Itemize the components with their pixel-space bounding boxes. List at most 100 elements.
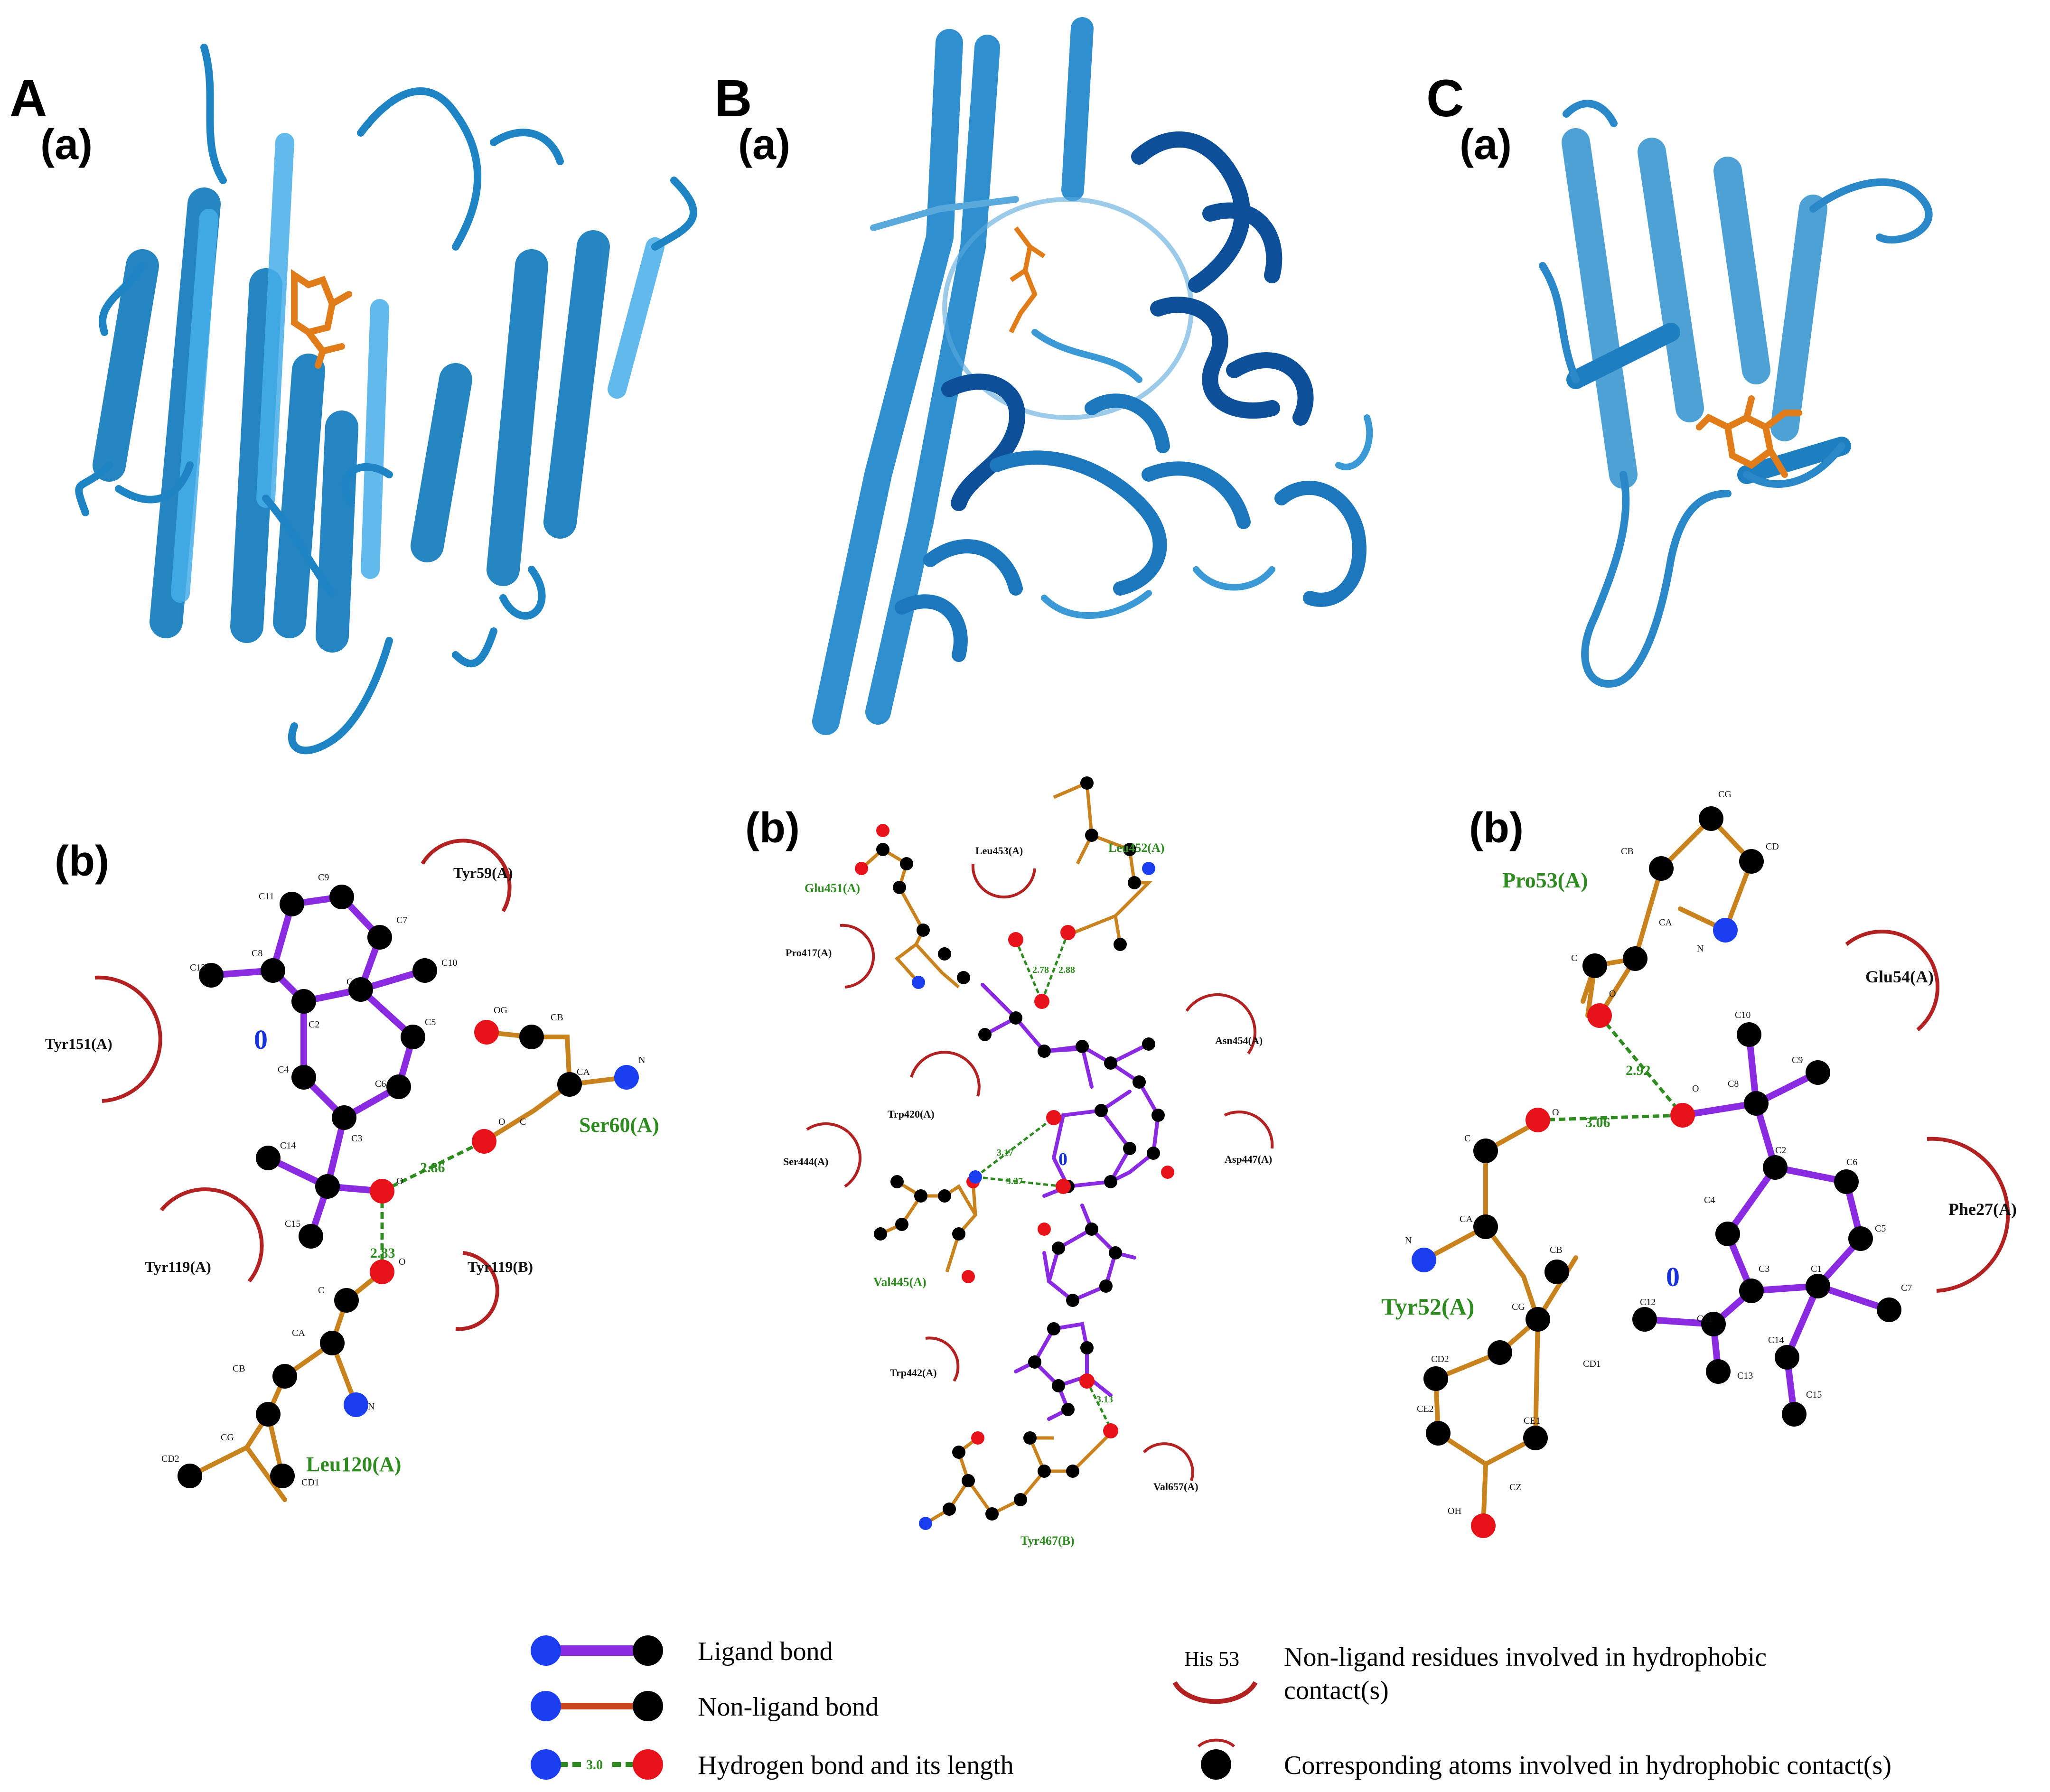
diagram-C-hbond-1: 2.92 <box>1626 1063 1651 1078</box>
diagram-A-hbonds <box>380 1139 485 1272</box>
diagram-B-hbond-3: 3.17 <box>997 1148 1013 1158</box>
atom-label: C12 <box>1640 1297 1656 1307</box>
atom-label: CB <box>551 1012 563 1023</box>
legend-hydrophobic-residue-label-2: contact(s) <box>1284 1676 1389 1705</box>
atom-label: C3 <box>351 1133 362 1144</box>
atom-label: CD1 <box>1583 1359 1601 1369</box>
diagram-B-res-ser444: Ser444(A) <box>783 1156 828 1167</box>
panel-A-sub-a: (a) <box>40 121 93 168</box>
diagram-B-res-leu452: Leu452(A) <box>1108 841 1164 855</box>
atom-label: C8 <box>252 948 262 959</box>
diagram-A-res-tyr151: Tyr151(A) <box>45 1035 112 1052</box>
diagram-A: 2.86 2.83 C9 C11 C7 <box>45 839 659 1502</box>
atom-label: CD2 <box>1431 1354 1449 1364</box>
panel-B-sub-a: (a) <box>738 121 790 168</box>
atom-label: OH <box>1448 1506 1461 1516</box>
diagram-B-ligand-id: 0 <box>1058 1149 1067 1169</box>
atom-label: C14 <box>1768 1335 1784 1345</box>
atom-label: CA <box>577 1067 590 1077</box>
diagram-C-hbonds <box>1537 1014 1684 1122</box>
atom-label: C1 <box>346 977 357 987</box>
diagram-A-res-tyr119b: Tyr119(B) <box>468 1258 533 1275</box>
atom-label: OG <box>494 1005 507 1016</box>
atom-label: C9 <box>1792 1055 1803 1065</box>
atom-label: C14 <box>280 1140 296 1151</box>
atom-label: C13 <box>1737 1371 1753 1381</box>
atom-label: C8 <box>1728 1079 1739 1089</box>
panel-A-sub-b: (b) <box>55 838 109 885</box>
diagram-A-ligand-id: 0 <box>254 1024 268 1055</box>
atom-label: O <box>1692 1083 1699 1094</box>
atom-label: CD2 <box>161 1454 179 1464</box>
diagram-B-ligand-bonds <box>981 983 1161 1421</box>
diagram-B-hbond-1: 2.78 <box>1032 965 1049 975</box>
diagram-A-atoms <box>178 885 639 1488</box>
diagram-C-atom-labels: CB CG CD CA N C O C10 C9 C8 O C2 C6 C4 C… <box>1405 789 1912 1516</box>
diagram-B-res-val657: Val657(A) <box>1153 1481 1198 1493</box>
protein-C-ligand <box>1696 395 1802 478</box>
diagram-B-hbond-4: 3.27 <box>1006 1176 1023 1186</box>
diagram-B-res-trp420: Trp420(A) <box>888 1108 935 1120</box>
atom-label: C11 <box>259 891 274 902</box>
legend-hbond-symbol: 3.0 <box>531 1749 663 1780</box>
atom-label: C2 <box>309 1019 319 1030</box>
atom-label: C15 <box>285 1219 300 1229</box>
diagram-A-res-tyr119a: Tyr119(A) <box>145 1258 211 1275</box>
panel-B-sub-b: (b) <box>745 804 800 852</box>
atom-label: C7 <box>1901 1283 1912 1293</box>
diagram-A-atom-labels: C9 C11 C7 C10 C12 C8 C1 C2 C5 C4 C6 C3 C… <box>161 872 645 1488</box>
atom-label: C5 <box>425 1017 436 1027</box>
atom-label: C4 <box>1704 1195 1715 1205</box>
legend: Ligand bond Non-ligand bond 3.0 Hydrogen… <box>531 1635 1891 1780</box>
atom-label: CE1 <box>1524 1416 1541 1426</box>
atom-label: C1 <box>1811 1264 1822 1274</box>
atom-label: N <box>1405 1235 1412 1246</box>
atom-label: CZ <box>1509 1482 1522 1493</box>
atom-label: CB <box>1550 1245 1563 1255</box>
panel-label-A: A <box>9 69 47 128</box>
atom-label: CE2 <box>1417 1404 1434 1414</box>
atom-label: C10 <box>1735 1010 1750 1020</box>
atom-label: CA <box>1460 1214 1473 1224</box>
diagram-C-atoms <box>1412 806 1901 1538</box>
diagram-A-hbond-2: 2.83 <box>370 1245 395 1261</box>
atom-label: C9 <box>318 872 329 883</box>
diagram-B-res-val445: Val445(A) <box>873 1275 927 1289</box>
diagram-A-res-leu120: Leu120(A) <box>306 1453 401 1476</box>
atom-label: N <box>1697 943 1704 954</box>
atom-label: C <box>1464 1133 1470 1144</box>
diagram-A-hbond-1: 2.86 <box>420 1160 445 1176</box>
legend-hydrophobic-residue-symbol: His 53 <box>1172 1647 1258 1704</box>
atom-label: C5 <box>1875 1223 1886 1234</box>
diagram-B-res-trp442: Trp442(A) <box>890 1367 937 1379</box>
atom-label: CG <box>1512 1302 1525 1312</box>
diagram-C-res-glu54: Glu54(A) <box>1865 967 1934 986</box>
diagram-C-ligand-id: 0 <box>1666 1261 1680 1292</box>
diagram-C-res-phe27: Phe27(A) <box>1948 1200 2017 1219</box>
diagram-C: 2.92 3.06 CB CG C <box>1381 789 2017 1538</box>
atom-label: N <box>638 1055 645 1065</box>
diagram-C-hbond-2: 3.06 <box>1585 1115 1610 1130</box>
diagram-B-res-asn454: Asn454(A) <box>1215 1035 1263 1046</box>
atom-label: C10 <box>441 958 457 968</box>
atom-label: O <box>498 1117 505 1127</box>
diagram-C-res-pro53: Pro53(A) <box>1502 868 1588 892</box>
panel-label-B: B <box>714 69 752 128</box>
atom-label: O <box>1609 989 1616 999</box>
protein-C-ribbon <box>1539 100 1933 688</box>
diagram-B-hetero-atoms <box>855 824 1174 1530</box>
atom-label: C <box>520 1117 526 1127</box>
atom-label: C3 <box>1759 1264 1769 1274</box>
atom-label: CA <box>1659 917 1672 928</box>
atom-label: C12 <box>190 962 206 973</box>
atom-label: CD <box>1766 841 1779 852</box>
panel-C-sub-b: (b) <box>1469 804 1524 852</box>
protein-A-ribbon <box>75 44 697 755</box>
diagram-B-hydrophobic-arcs <box>806 863 1274 1481</box>
legend-ligand-bond-symbol <box>531 1635 663 1666</box>
diagram-B-hbond-2: 2.88 <box>1058 965 1075 975</box>
diagram-A-nonligand-bonds <box>187 1030 629 1502</box>
legend-hbond-value: 3.0 <box>586 1758 603 1773</box>
atom-label: C6 <box>1846 1157 1857 1167</box>
